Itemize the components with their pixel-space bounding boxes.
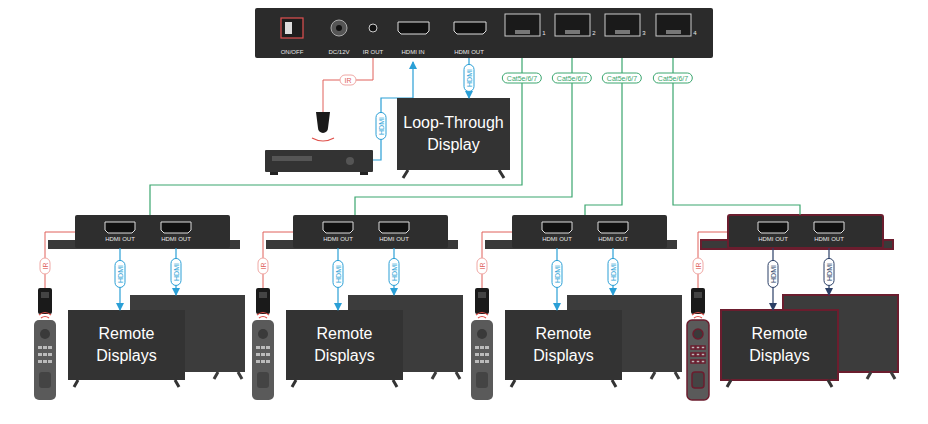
cable-connector <box>673 58 800 215</box>
display-group: Remote Displays <box>68 295 245 385</box>
source-player <box>265 150 373 175</box>
receiver-housing <box>266 215 458 249</box>
ir-tag: IR <box>40 258 51 275</box>
cable-tag: HDMI <box>552 260 563 288</box>
port-label: 1 <box>542 30 545 36</box>
cable-tag: HDMI <box>115 260 126 288</box>
port-label: 3 <box>642 30 645 36</box>
display-label: Remote Displays <box>70 323 183 367</box>
display-pair <box>68 295 245 387</box>
ir-emitter <box>316 112 330 133</box>
loop-display: Loop-Through Display <box>397 98 510 170</box>
display-pair <box>505 295 682 387</box>
dc-jack <box>331 20 347 36</box>
hdmi-port <box>398 22 429 34</box>
display-label: Remote Displays <box>723 323 836 367</box>
display-label: Remote Displays <box>507 323 620 367</box>
display-label: Loop-Through Display <box>399 112 508 156</box>
ir-tag: IR <box>477 258 488 275</box>
cable-tag: Cat5e/6/7 <box>653 73 693 84</box>
ir-tag: IR <box>693 258 704 275</box>
display-label: Remote Displays <box>288 323 401 367</box>
hdmi-port <box>454 22 486 34</box>
text-frame: Remote Displays <box>68 310 185 380</box>
transmitter-box: ON/OFF DC/12V IR OUT HDMI IN HDMI OUT 1 2 3 4 <box>255 8 713 58</box>
port-label: 2 <box>592 30 595 36</box>
port-label: ON/OFF <box>281 49 304 55</box>
display-pair <box>721 295 898 387</box>
display-group: Remote Displays <box>505 295 682 385</box>
ir-tag: IR <box>258 258 269 275</box>
remote-control <box>252 313 274 401</box>
ir-receiver <box>256 288 270 314</box>
port-label: 4 <box>693 30 696 36</box>
cable-tag: HDMI <box>333 260 344 288</box>
display-pair <box>286 295 463 387</box>
port-label: HDMI OUT <box>758 236 788 242</box>
cable-tag: HDMI <box>464 64 475 92</box>
port-label: HDMI OUT <box>379 236 409 242</box>
ir-receiver <box>38 288 52 314</box>
remote-control <box>687 313 709 401</box>
cable-tag: Cat5e/6/7 <box>602 73 642 84</box>
rj45-latch <box>515 30 681 34</box>
port-label: HDMI OUT <box>542 236 572 242</box>
remote-control <box>34 313 56 401</box>
loop-display-screen <box>397 98 510 178</box>
rj45-port <box>505 14 691 36</box>
cable-tag: Cat5e/6/7 <box>502 73 542 84</box>
ir-jack <box>369 24 377 32</box>
port-label: HDMI IN <box>402 49 425 55</box>
receiver-box: HDMI OUT HDMI OUT <box>293 215 448 248</box>
cable-tag: HDMI <box>376 112 387 140</box>
ir-receiver <box>691 288 705 314</box>
cable-tag: HDMI <box>389 258 400 286</box>
cable-tag: HDMI <box>824 258 835 286</box>
display-group: Remote Displays <box>721 295 898 385</box>
cable-tag: HDMI <box>171 258 182 286</box>
text-frame: Remote Displays <box>286 310 403 380</box>
port-label: DC/12V <box>328 49 349 55</box>
port-label: HDMI OUT <box>161 236 191 242</box>
receiver-box: HDMI OUT HDMI OUT <box>728 215 883 248</box>
text-frame: Remote Displays <box>721 310 838 380</box>
remote-control <box>471 313 493 401</box>
port-label: HDMI OUT <box>323 236 353 242</box>
ir-cable <box>323 58 373 112</box>
receiver-box: HDMI OUT HDMI OUT <box>512 215 667 248</box>
ir-signal <box>312 138 334 141</box>
port-label: HDMI OUT <box>105 236 135 242</box>
transmitter-housing <box>255 8 713 58</box>
receiver-box: HDMI OUT HDMI OUT <box>75 215 230 248</box>
cable-tag: Cat5e/6/7 <box>552 73 592 84</box>
text-frame: Remote Displays <box>505 310 622 380</box>
receiver-housing <box>701 215 893 249</box>
port-label: IR OUT <box>363 49 383 55</box>
port-label: HDMI OUT <box>814 236 844 242</box>
cable-connector <box>150 58 522 215</box>
receiver-housing <box>485 215 677 249</box>
cable-tag: HDMI <box>768 260 779 288</box>
text-frame: Loop-Through Display <box>397 98 510 170</box>
ir-receiver <box>475 288 489 314</box>
cable-tag: HDMI <box>608 258 619 286</box>
power-switch <box>281 18 303 38</box>
receiver-housing <box>48 215 240 249</box>
ir-tag: IR <box>340 75 357 86</box>
port-label: HDMI OUT <box>598 236 628 242</box>
display-group: Remote Displays <box>286 295 463 385</box>
port-label: HDMI OUT <box>454 49 484 55</box>
cable-connector <box>355 58 572 215</box>
